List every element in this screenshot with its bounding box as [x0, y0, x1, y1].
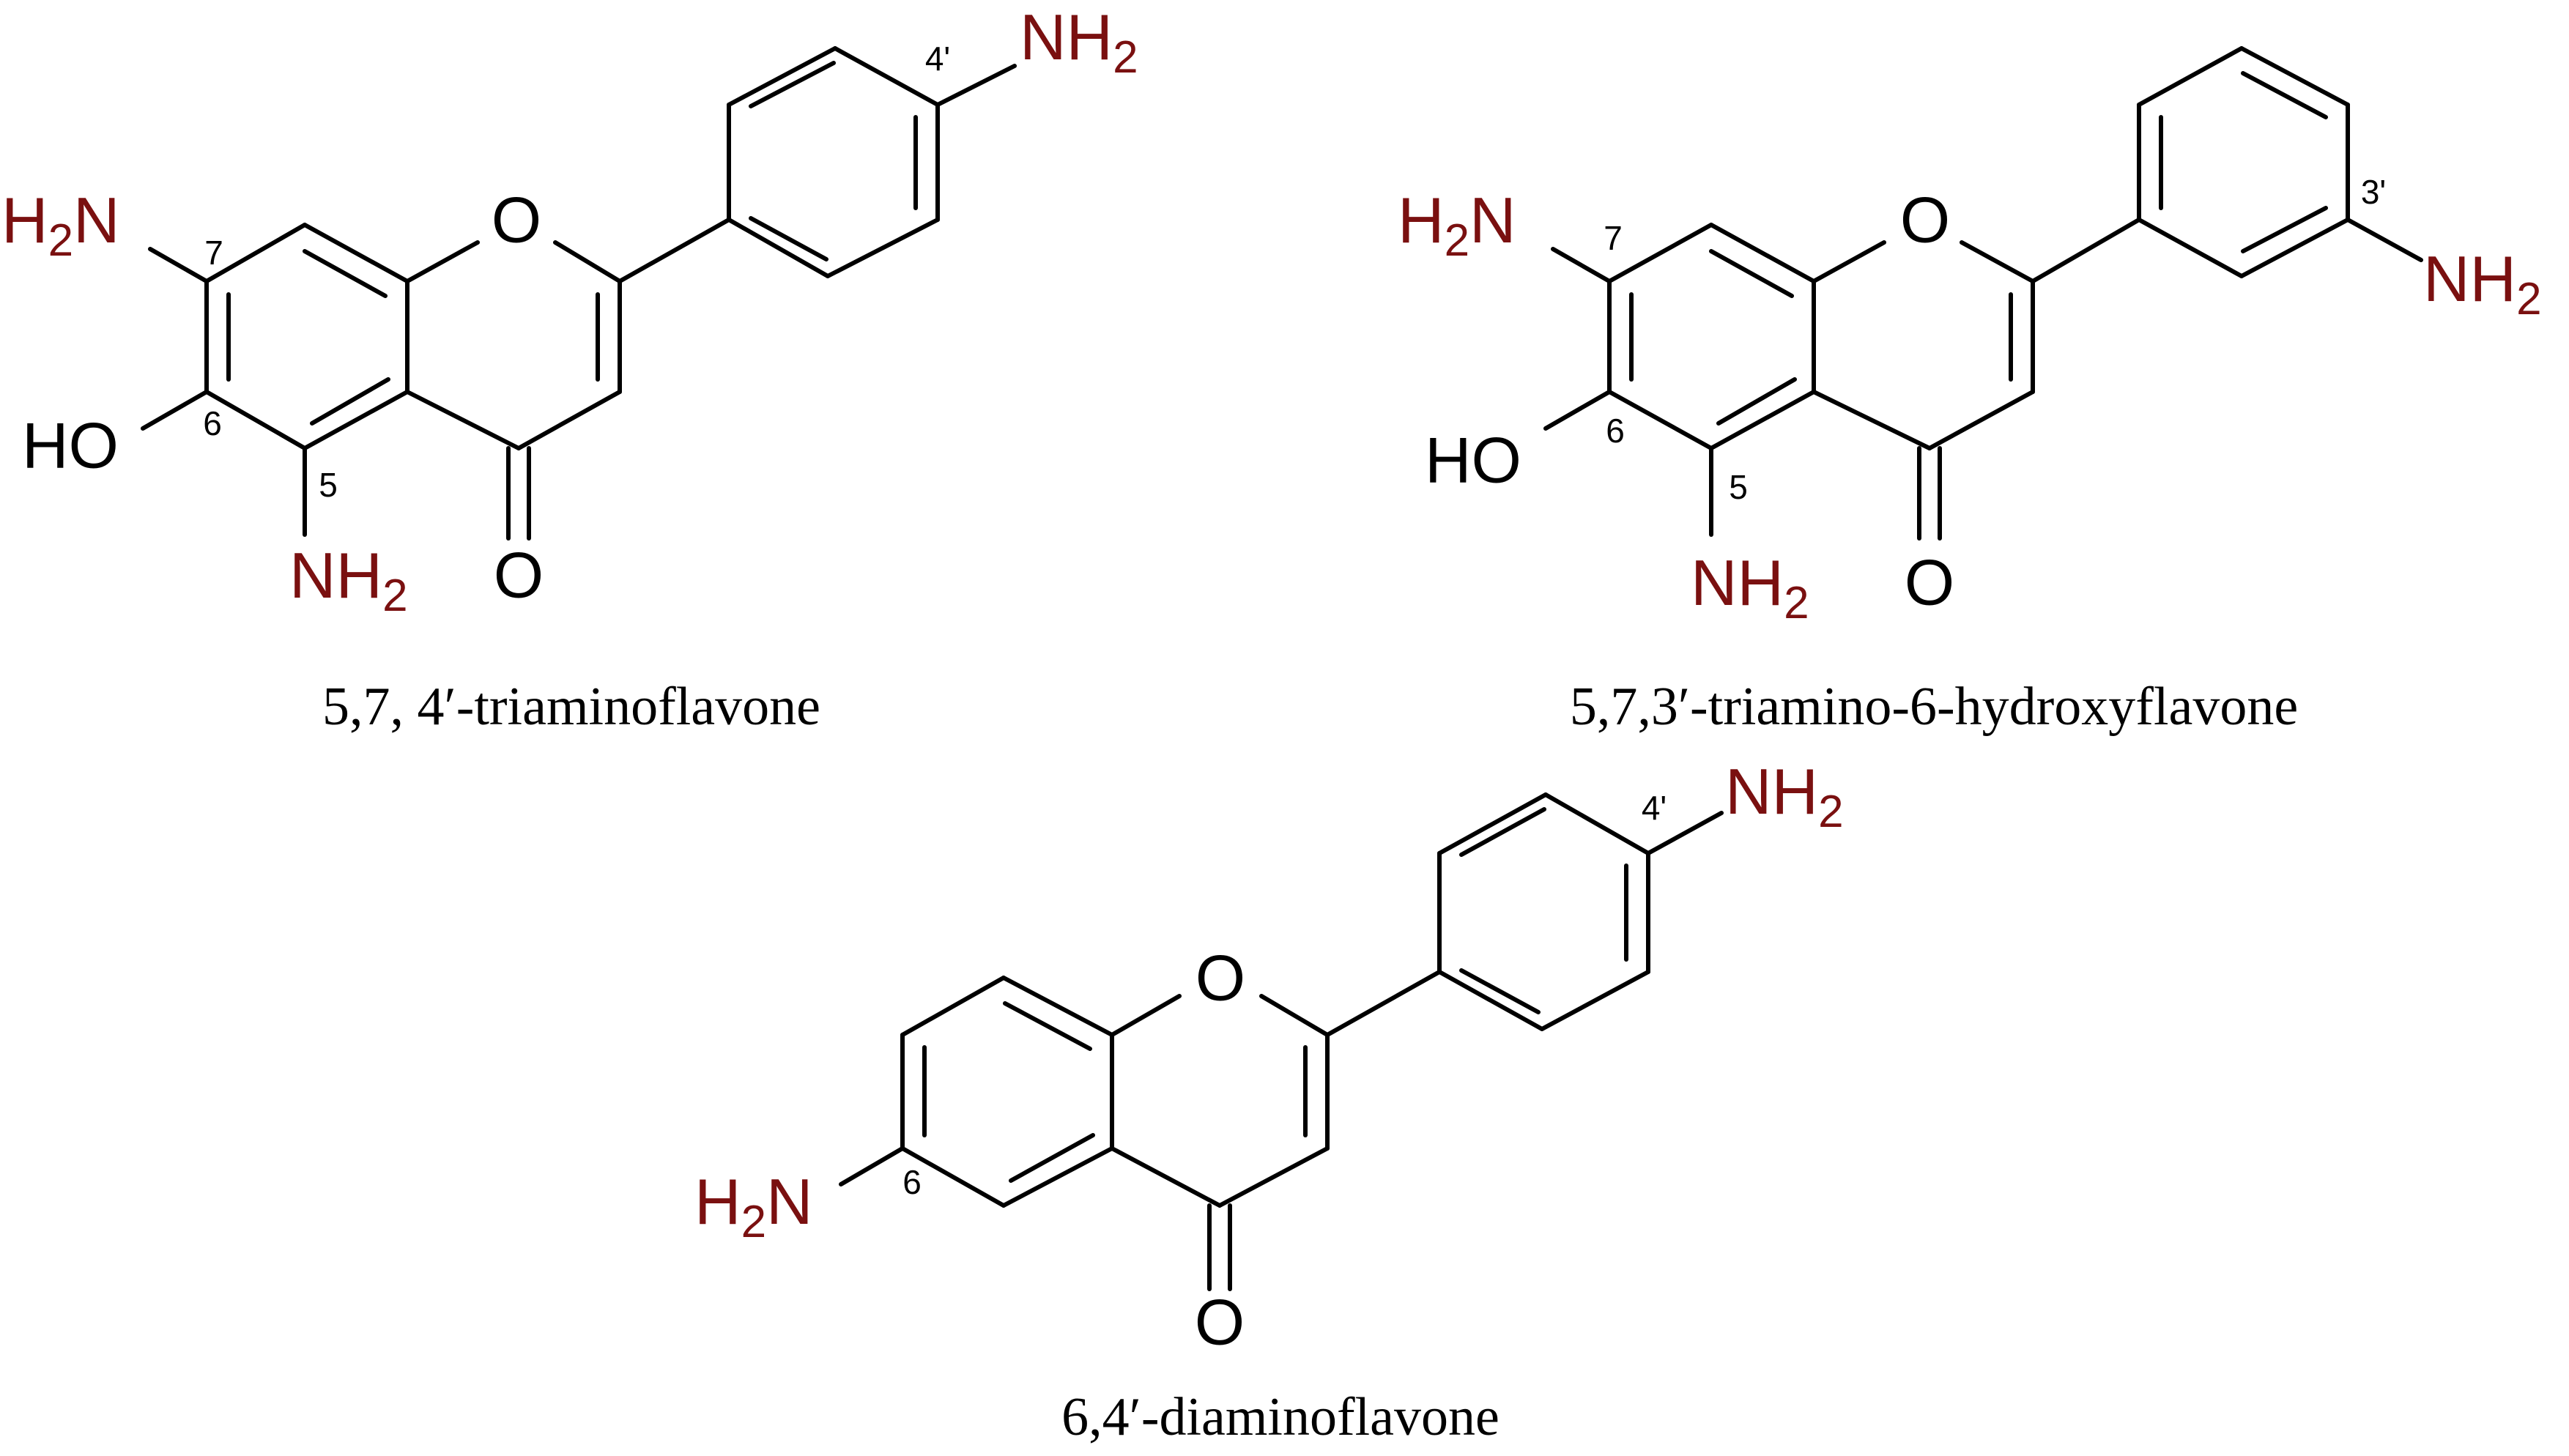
molecule-1-caption: 5,7, 4′-triaminoflavone	[322, 677, 820, 737]
ring-oxygen-label: O	[492, 184, 541, 256]
amine-6-label: H2N	[694, 1165, 813, 1247]
amine-4prime-label: NH2	[1020, 1, 1138, 83]
locant-4prime: 4'	[925, 40, 950, 78]
locant-7: 7	[204, 234, 223, 272]
carbonyl-oxygen-label: O	[1195, 1286, 1245, 1359]
locant-6: 6	[902, 1163, 922, 1201]
molecule-2-caption: 5,7,3′-triamino-6-hydroxyflavone	[1570, 677, 2298, 737]
locant-6: 6	[1606, 412, 1625, 450]
hydroxyl-label: HO	[22, 409, 119, 482]
molecule-3-locants: 6 4'	[902, 789, 1667, 1201]
molecule-1-triaminoflavone: O O HO NH2 H2N NH2 7 6 5 4' 5,7, 4′-tria…	[1, 1, 1138, 738]
molecule-1-locants: 7 6 5 4'	[203, 40, 950, 504]
amine-3prime-label: NH2	[2423, 242, 2542, 324]
locant-4prime: 4'	[1642, 789, 1667, 827]
amine-4prime-label: NH2	[1725, 755, 1844, 837]
molecule-3-bonds	[839, 792, 1724, 1291]
locant-6: 6	[203, 404, 222, 442]
molecule-1-atom-labels: O O HO NH2 H2N NH2	[1, 1, 1138, 621]
molecule-2-triamino-hydroxyflavone: O O HO NH2 H2N NH2 7 6 5 3' 5,7,3′-triam…	[1398, 46, 2542, 737]
amine-5-label: NH2	[1691, 546, 1809, 628]
locant-7: 7	[1604, 219, 1623, 257]
molecule-1-bonds	[141, 46, 1017, 541]
amine-5-label: NH2	[289, 539, 408, 621]
molecule-3-caption: 6,4′-diaminoflavone	[1061, 1387, 1499, 1447]
molecule-2-locants: 7 6 5 3'	[1604, 173, 2386, 506]
carbonyl-oxygen-label: O	[1905, 546, 1954, 619]
molecule-3-diaminoflavone: O O NH2 H2N 6 4' 6,4′-diaminoflavone	[694, 755, 1844, 1448]
locant-5: 5	[319, 466, 338, 504]
amine-7-label: H2N	[1, 184, 120, 266]
ring-oxygen-label: O	[1900, 184, 1950, 256]
carbonyl-oxygen-label: O	[494, 539, 544, 612]
molecule-2-atom-labels: O O HO NH2 H2N NH2	[1398, 184, 2542, 628]
hydroxyl-label: HO	[1425, 424, 1521, 497]
locant-3prime: 3'	[2361, 173, 2386, 211]
amine-7-label: H2N	[1398, 184, 1516, 266]
ring-oxygen-label: O	[1195, 942, 1245, 1014]
molecule-3-atom-labels: O O NH2 H2N	[694, 755, 1844, 1359]
locant-5: 5	[1729, 468, 1748, 506]
molecule-2-bonds	[1543, 46, 2423, 541]
